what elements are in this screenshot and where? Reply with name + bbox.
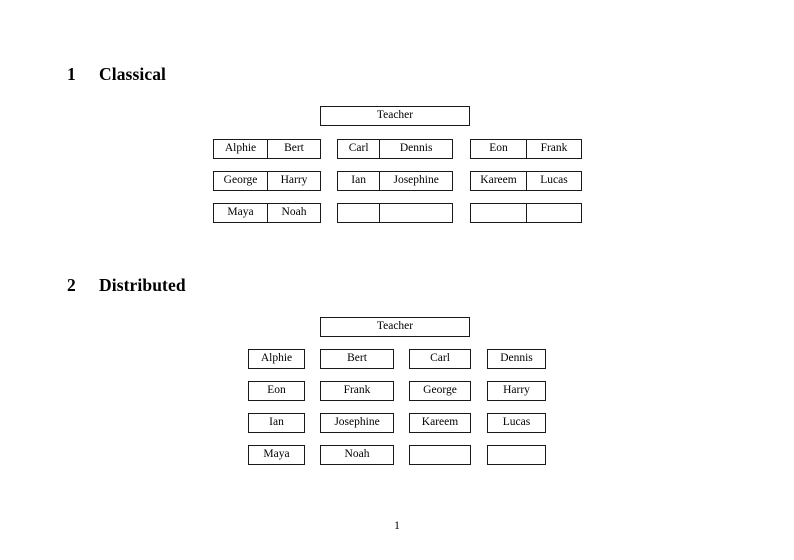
name-cell: Harry — [503, 384, 530, 397]
name-cell: Frank — [343, 384, 371, 397]
distributed-box-r1c2: Bert — [320, 349, 394, 369]
name-cell: Ian — [269, 416, 284, 429]
distributed-box-r2c1: Eon — [248, 381, 305, 401]
section-title: Classical — [99, 64, 167, 84]
classical-group-b-row-3 — [337, 203, 453, 223]
name-cell-empty — [379, 204, 452, 222]
distributed-box-r1c3: Carl — [409, 349, 471, 369]
classical-group-c-row-1: Eon Frank — [470, 139, 582, 159]
distributed-box-r2c4: Harry — [487, 381, 546, 401]
name-cell: Alphie — [224, 142, 257, 155]
distributed-box-r4c3 — [409, 445, 471, 465]
name-cell: Harry — [266, 172, 320, 190]
name-cell: Dennis — [500, 352, 533, 365]
section-heading-classical: 1 Classical — [67, 64, 166, 85]
name-cell: George — [223, 174, 258, 187]
distributed-box-r1c1: Alphie — [248, 349, 305, 369]
distributed-box-r4c1: Maya — [248, 445, 305, 465]
name-cell: Maya — [263, 448, 290, 461]
name-cell: Bert — [347, 352, 367, 365]
name-cell: Noah — [344, 448, 370, 461]
name-cell: Kareem — [480, 174, 517, 187]
distributed-box-r4c2: Noah — [320, 445, 394, 465]
classical-group-a-row-1: Alphie Bert — [213, 139, 321, 159]
name-cell: Carl — [348, 142, 369, 155]
name-cell: George — [423, 384, 457, 397]
distributed-box-r2c2: Frank — [320, 381, 394, 401]
section-number: 2 — [67, 275, 76, 295]
distributed-box-r3c3: Kareem — [409, 413, 471, 433]
classical-group-c-row-2: Kareem Lucas — [470, 171, 582, 191]
section-number: 1 — [67, 64, 76, 84]
distributed-box-r3c1: Ian — [248, 413, 305, 433]
distributed-box-r3c4: Lucas — [487, 413, 546, 433]
classical-group-a-row-3: Maya Noah — [213, 203, 321, 223]
name-cell: Kareem — [421, 416, 459, 429]
name-cell: Dennis — [379, 140, 452, 158]
name-cell: Frank — [525, 140, 581, 158]
name-cell-empty — [525, 204, 581, 222]
section-title: Distributed — [99, 275, 186, 295]
page-number: 1 — [394, 520, 400, 532]
name-cell-empty — [471, 204, 526, 222]
name-cell-empty — [488, 446, 545, 464]
classical-group-a-row-2: George Harry — [213, 171, 321, 191]
distributed-box-r2c3: George — [409, 381, 471, 401]
name-cell-empty — [338, 204, 379, 222]
name-cell: Josephine — [379, 172, 452, 190]
name-cell: Alphie — [260, 352, 293, 365]
distributed-box-r3c2: Josephine — [320, 413, 394, 433]
name-cell: Eon — [489, 142, 508, 155]
classical-teacher-label: Teacher — [376, 109, 414, 122]
classical-group-b-row-1: Carl Dennis — [337, 139, 453, 159]
distributed-teacher-box: Teacher — [320, 317, 470, 337]
name-cell: Lucas — [502, 416, 531, 429]
distributed-teacher-label: Teacher — [376, 320, 414, 333]
name-cell: Bert — [266, 140, 320, 158]
classical-group-b-row-2: Ian Josephine — [337, 171, 453, 191]
name-cell-empty — [410, 446, 470, 464]
distributed-box-r1c4: Dennis — [487, 349, 546, 369]
name-cell: Maya — [227, 206, 254, 219]
name-cell: Lucas — [525, 172, 581, 190]
name-cell: Eon — [267, 384, 286, 397]
name-cell: Ian — [351, 174, 366, 187]
name-cell: Noah — [266, 204, 320, 222]
name-cell: Josephine — [334, 416, 380, 429]
section-heading-distributed: 2 Distributed — [67, 275, 186, 296]
classical-group-c-row-3 — [470, 203, 582, 223]
name-cell: Carl — [430, 352, 450, 365]
distributed-box-r4c4 — [487, 445, 546, 465]
classical-teacher-box: Teacher — [320, 106, 470, 126]
